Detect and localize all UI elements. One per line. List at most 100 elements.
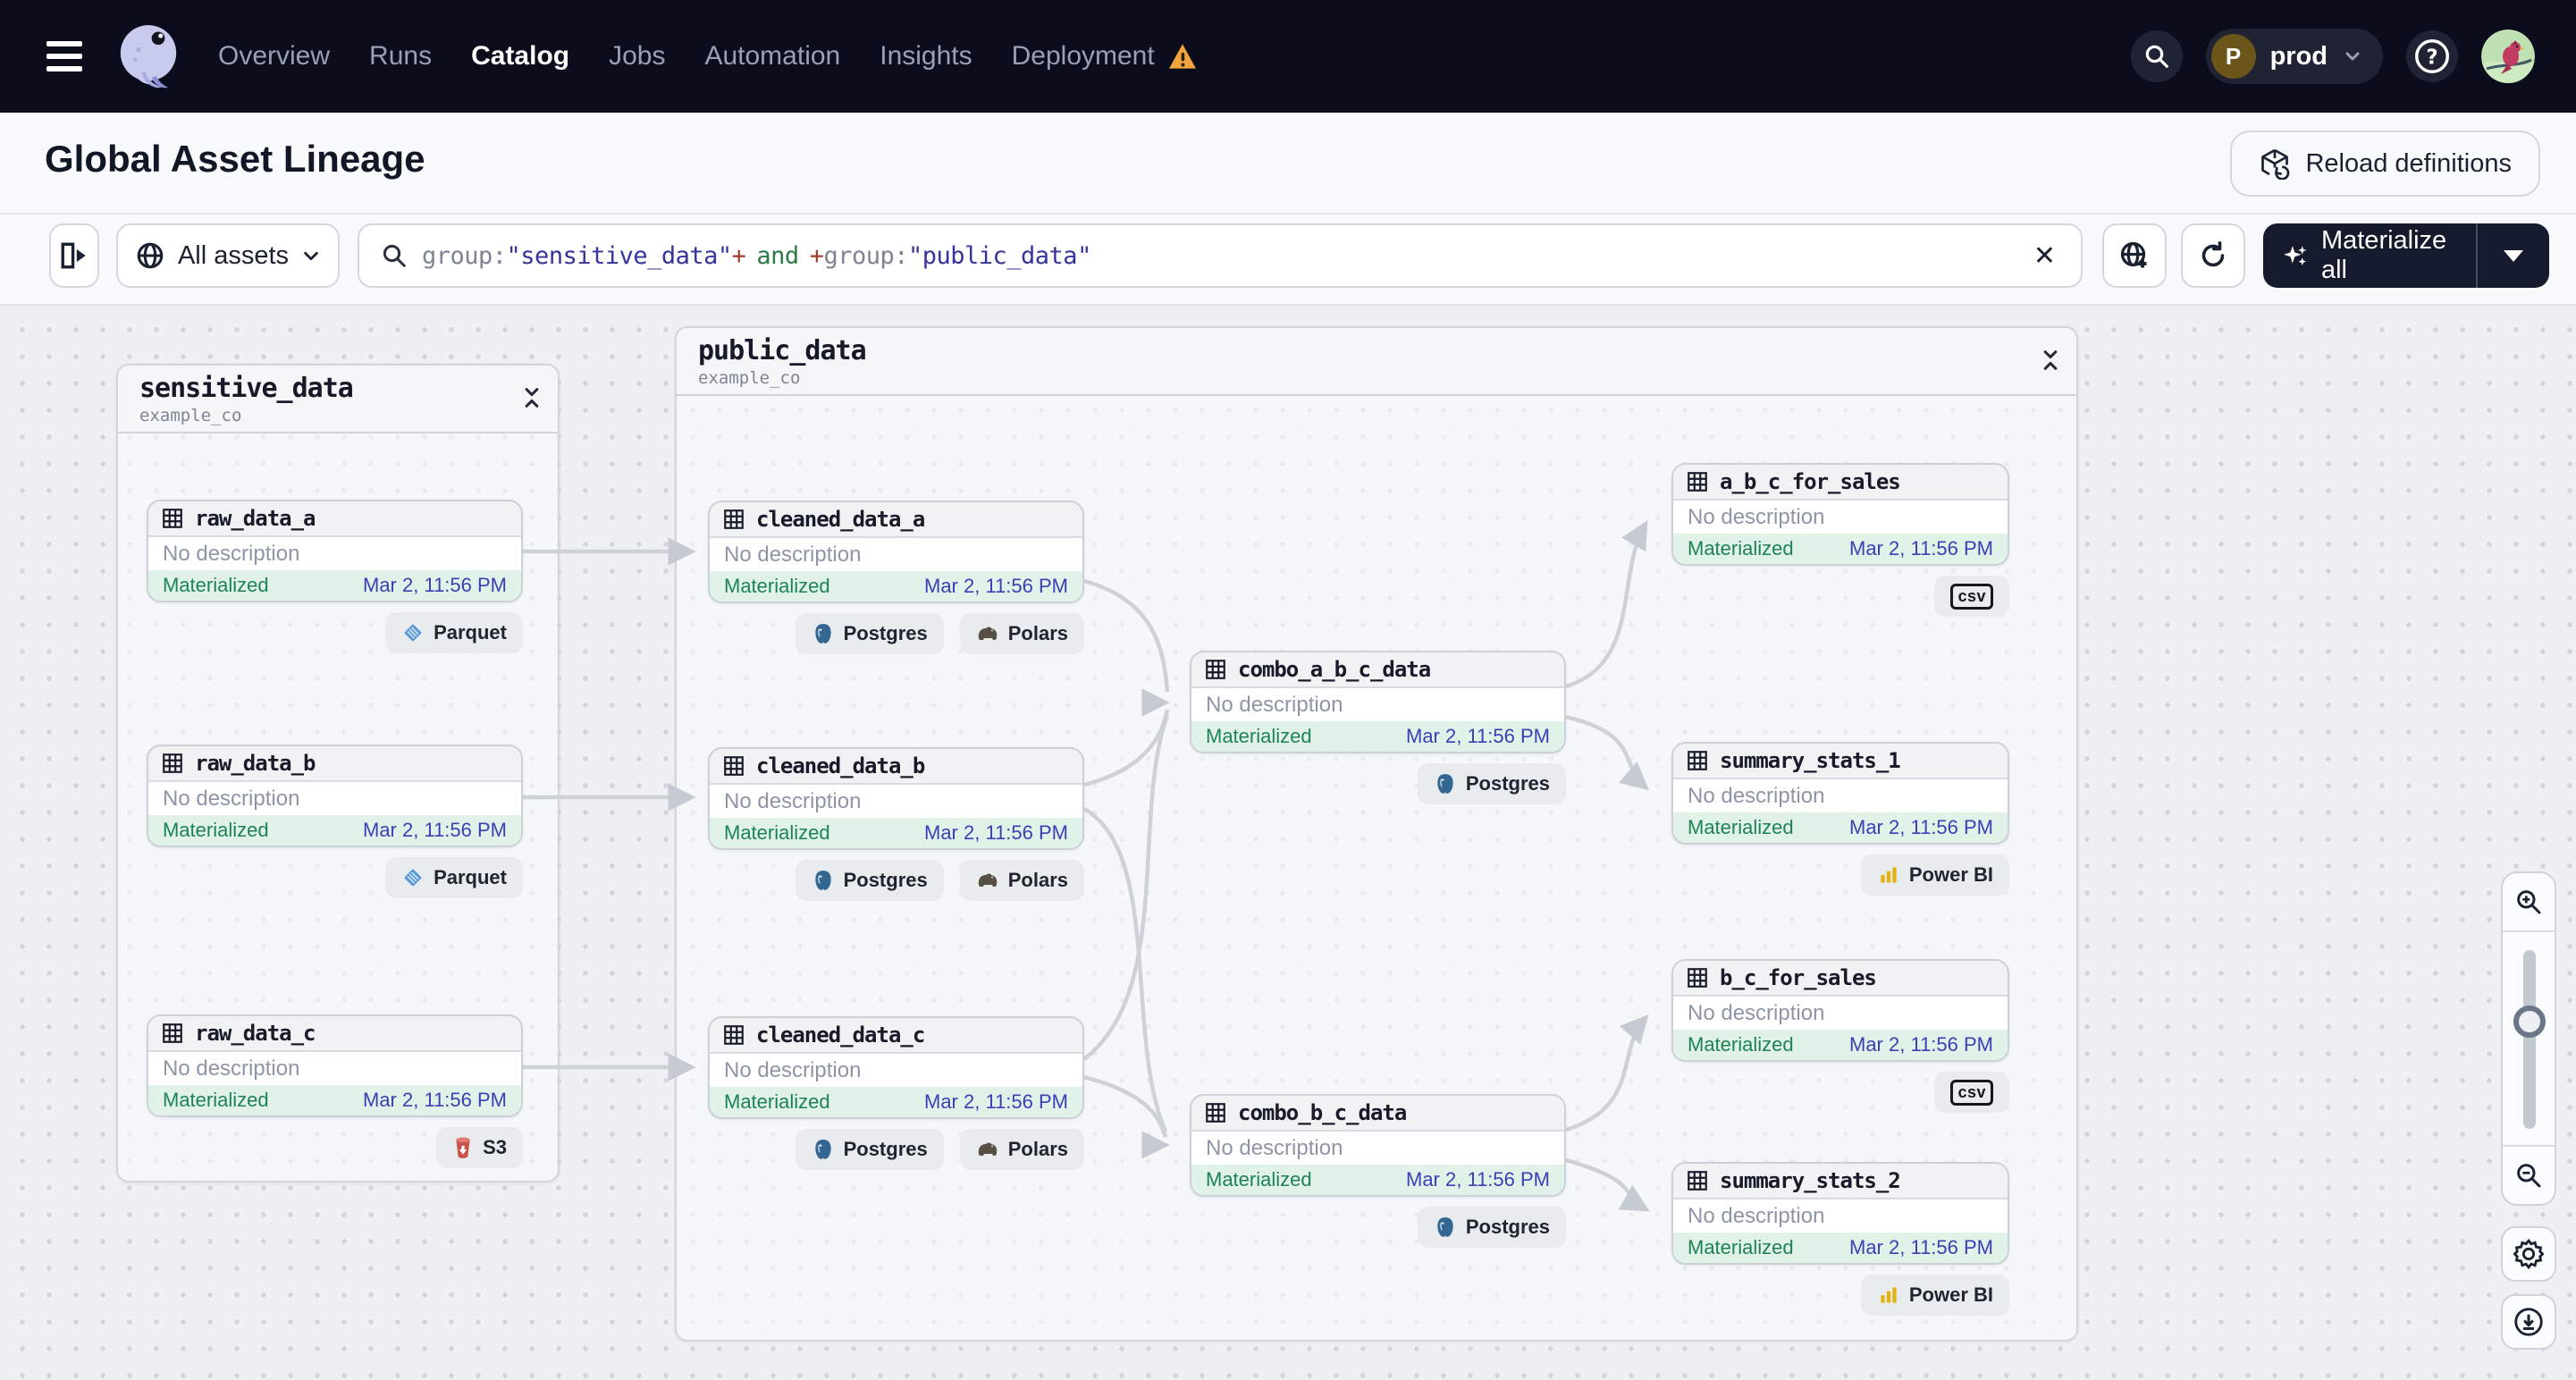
materialization-timestamp[interactable]: Mar 2, 11:56 PM [1406, 1168, 1550, 1191]
asset-node-cleaned-data-b[interactable]: cleaned_data_b No description Materializ… [708, 747, 1084, 850]
materialization-timestamp[interactable]: Mar 2, 11:56 PM [924, 1090, 1068, 1113]
nav-item-jobs[interactable]: Jobs [609, 41, 666, 71]
zoom-in-icon [2517, 890, 2541, 914]
svg-text:?: ? [2426, 46, 2437, 70]
clear-query-icon[interactable]: ✕ [2033, 240, 2056, 271]
zoom-controls [2501, 871, 2556, 1206]
zoom-slider-track[interactable] [2523, 950, 2536, 1129]
group-title: public_data [698, 335, 867, 366]
tag-polars[interactable]: Polars [959, 860, 1084, 901]
tag-postgres[interactable]: Postgres [1417, 763, 1566, 804]
nav-item-catalog[interactable]: Catalog [471, 41, 570, 71]
tag-polars[interactable]: Polars [959, 1129, 1084, 1170]
environment-switcher[interactable]: P prod [2205, 29, 2383, 84]
status-badge: Materialized [724, 821, 830, 844]
status-badge: Materialized [1688, 1033, 1794, 1056]
asset-node-b-c-for-sales[interactable]: b_c_for_sales No description Materialize… [1671, 959, 2009, 1062]
tag-postgres[interactable]: Postgres [795, 860, 944, 901]
tag-s3[interactable]: S3 [436, 1127, 523, 1168]
tag-polars[interactable]: Polars [959, 613, 1084, 654]
tag-powerbi[interactable]: Power BI [1860, 854, 2009, 896]
nav-item-overview[interactable]: Overview [218, 41, 331, 71]
hamburger-icon[interactable] [46, 41, 82, 72]
nav-item-automation[interactable]: Automation [704, 41, 841, 71]
tag-powerbi[interactable]: Power BI [1860, 1275, 2009, 1316]
new-selection-button[interactable] [2102, 223, 2167, 288]
refresh-button[interactable] [2181, 223, 2245, 288]
asset-description: No description [163, 786, 300, 811]
asset-selection-input[interactable]: group:"sensitive_data"+and+group:"public… [358, 223, 2083, 288]
asset-node-cleaned-data-a[interactable]: cleaned_data_a No description Materializ… [708, 501, 1084, 603]
asset-scope-dropdown[interactable]: All assets [116, 223, 340, 288]
user-avatar[interactable] [2481, 29, 2535, 83]
materialize-options-button[interactable] [2478, 249, 2549, 262]
tag-parquet[interactable]: Parquet [385, 612, 523, 653]
materialization-timestamp[interactable]: Mar 2, 11:56 PM [924, 575, 1068, 597]
tag-parquet[interactable]: Parquet [385, 857, 523, 898]
zoom-slider-handle[interactable] [2513, 1006, 2546, 1038]
download-image-button[interactable] [2501, 1294, 2556, 1350]
materialization-timestamp[interactable]: Mar 2, 11:56 PM [363, 1089, 507, 1111]
warning-icon [1168, 44, 1196, 69]
group-header[interactable]: public_data example_co [677, 328, 2076, 396]
search-button[interactable] [2130, 30, 2183, 82]
status-badge: Materialized [163, 1089, 269, 1111]
powerbi-icon [1881, 1287, 1897, 1303]
postgres-icon [814, 871, 831, 890]
materialization-timestamp[interactable]: Mar 2, 11:56 PM [1849, 816, 1993, 838]
collapse-icon[interactable] [2039, 348, 2062, 373]
asset-node-summary-stats-1[interactable]: summary_stats_1 No description Materiali… [1671, 742, 2009, 845]
dagster-logo[interactable] [109, 17, 188, 96]
tag-csv[interactable]: csv [1934, 1072, 2009, 1113]
table-icon [163, 753, 182, 773]
table-icon [1206, 660, 1225, 679]
materialization-timestamp[interactable]: Mar 2, 11:56 PM [363, 819, 507, 841]
tag-postgres[interactable]: Postgres [1417, 1207, 1566, 1248]
collapse-icon[interactable] [520, 385, 543, 410]
asset-node-summary-stats-2[interactable]: summary_stats_2 No description Materiali… [1671, 1162, 2009, 1265]
tag-postgres[interactable]: Postgres [795, 1129, 944, 1170]
table-icon [724, 1025, 744, 1045]
chevron-down-icon [2345, 52, 2360, 61]
asset-node-a-b-c-for-sales[interactable]: a_b_c_for_sales No description Materiali… [1671, 463, 2009, 566]
table-icon [163, 509, 182, 528]
nav-item-insights[interactable]: Insights [880, 41, 972, 71]
open-panel-button[interactable] [49, 223, 99, 288]
materialize-all-button[interactable]: Materialize all [2263, 226, 2476, 285]
search-icon [383, 244, 406, 267]
parquet-icon [404, 869, 422, 887]
materialization-timestamp[interactable]: Mar 2, 11:56 PM [1406, 725, 1550, 747]
asset-node-combo-b-c-data[interactable]: combo_b_c_data No description Materializ… [1190, 1094, 1566, 1197]
zoom-out-button[interactable] [2503, 1145, 2555, 1204]
nav-item-deployment[interactable]: Deployment [1011, 41, 1155, 71]
materialization-timestamp[interactable]: Mar 2, 11:56 PM [924, 821, 1068, 844]
table-icon [724, 509, 744, 529]
tag-csv[interactable]: csv [1934, 576, 2009, 617]
asset-status-row: Materialized Mar 2, 11:56 PM [1673, 1030, 2008, 1060]
asset-node-combo-a-b-c-data[interactable]: combo_a_b_c_data No description Material… [1190, 651, 1566, 753]
group-header[interactable]: sensitive_data example_co [118, 366, 558, 433]
graph-settings-button[interactable] [2501, 1226, 2556, 1282]
tag-postgres[interactable]: Postgres [795, 613, 944, 654]
powerbi-icon [1881, 867, 1897, 883]
zoom-out-icon [2517, 1164, 2541, 1188]
help-button[interactable]: ? [2406, 30, 2458, 82]
materialization-timestamp[interactable]: Mar 2, 11:56 PM [1849, 537, 1993, 560]
nav-item-runs[interactable]: Runs [369, 41, 433, 71]
materialization-timestamp[interactable]: Mar 2, 11:56 PM [1849, 1236, 1993, 1258]
environment-avatar: P [2210, 34, 2256, 79]
reload-definitions-button[interactable]: Reload definitions [2230, 130, 2540, 197]
asset-description: No description [1206, 1135, 1343, 1160]
materialization-timestamp[interactable]: Mar 2, 11:56 PM [363, 574, 507, 596]
asset-description: No description [1688, 1203, 1825, 1228]
zoom-in-button[interactable] [2503, 873, 2555, 932]
materialization-timestamp[interactable]: Mar 2, 11:56 PM [1849, 1033, 1993, 1056]
asset-node-cleaned-data-c[interactable]: cleaned_data_c No description Materializ… [708, 1016, 1084, 1119]
csv-icon: csv [1950, 1079, 1993, 1106]
table-icon [1688, 968, 1707, 988]
